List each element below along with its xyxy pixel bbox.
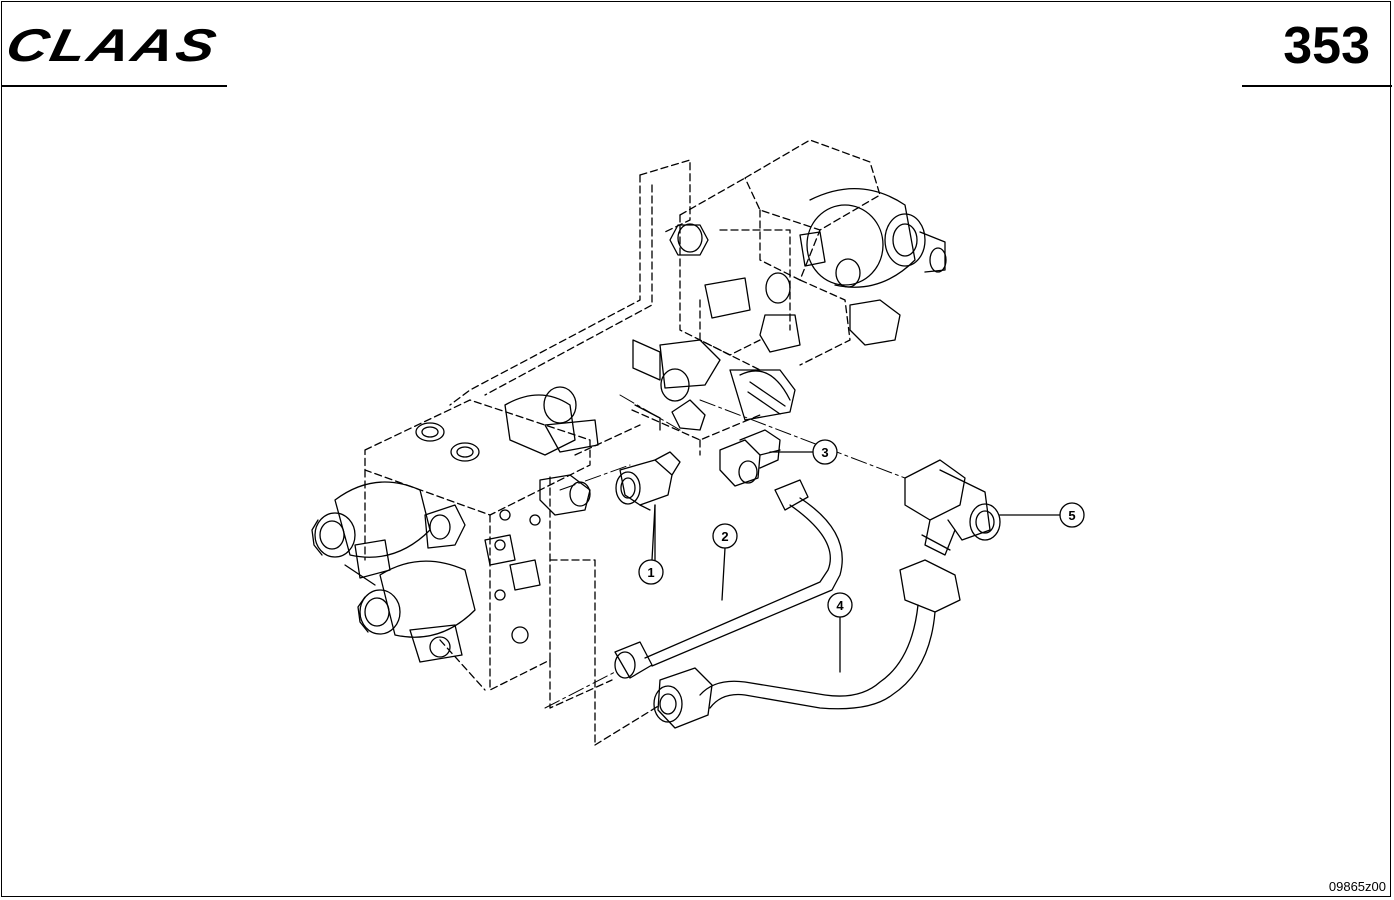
callout-5: 5 [999, 502, 1085, 528]
lower-valve-block [364, 399, 661, 746]
lower-solenoid-coil-lower [357, 560, 476, 663]
part-3-elbow-adapter [719, 429, 781, 487]
part-4-bent-pipe [653, 559, 961, 729]
header-rule-right [1242, 85, 1392, 87]
callout-3-label: 3 [821, 445, 828, 460]
callout-2-label: 2 [721, 529, 728, 544]
callout-2: 2 [712, 523, 738, 601]
callout-5-label: 5 [1068, 508, 1075, 523]
part-5-tee-fitting [904, 459, 1001, 556]
lower-block-ports [415, 422, 541, 644]
upper-valve-block [449, 139, 881, 406]
drawing-code: 09865z00 [1328, 879, 1386, 894]
upper-fitting-nuts [669, 223, 901, 353]
assembly-centerlines [544, 394, 906, 709]
callout-1-label: 1 [647, 565, 654, 580]
central-manifold-outline [631, 409, 761, 456]
callout-1: 1 [638, 504, 664, 585]
callout-4: 4 [827, 592, 853, 673]
part-2-pipe [614, 479, 843, 679]
callout-4-label: 4 [836, 598, 844, 613]
part-1-elbow-fitting [615, 451, 681, 561]
header-rule-left [1, 85, 227, 87]
lower-side-fittings [484, 474, 591, 591]
central-manifold [632, 339, 796, 431]
callout-3: 3 [769, 439, 838, 465]
lower-top-solenoid [504, 386, 599, 456]
page-number: 353 [1283, 17, 1370, 75]
upper-solenoid-coil [806, 187, 947, 288]
